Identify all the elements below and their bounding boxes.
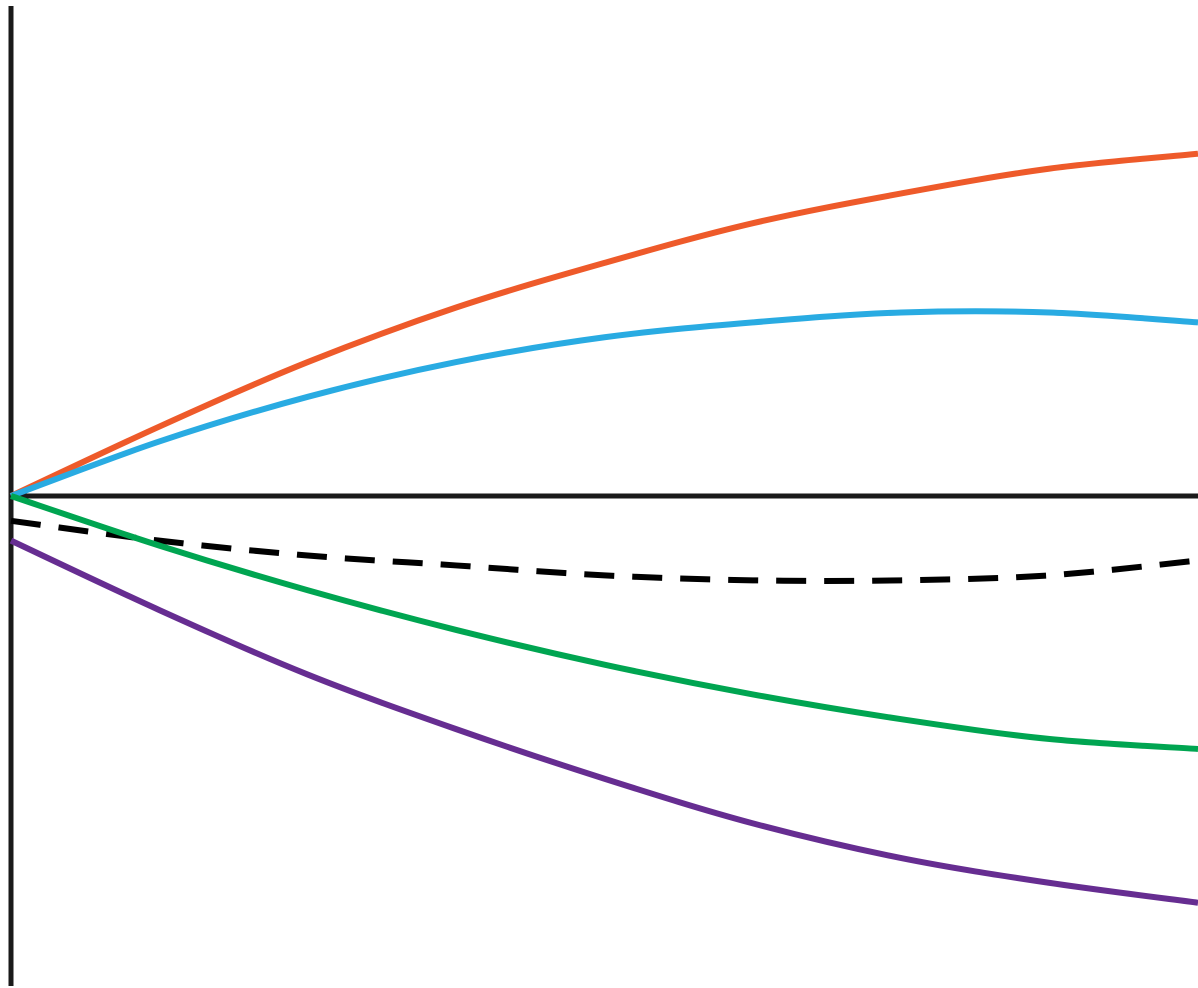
series-line-4	[10, 493, 1198, 752]
series-line-3	[10, 517, 1198, 584]
series-line-1	[9, 150, 1198, 499]
series-line-5	[9, 537, 1198, 906]
series-line-2	[9, 308, 1198, 499]
series-layer	[9, 150, 1198, 906]
